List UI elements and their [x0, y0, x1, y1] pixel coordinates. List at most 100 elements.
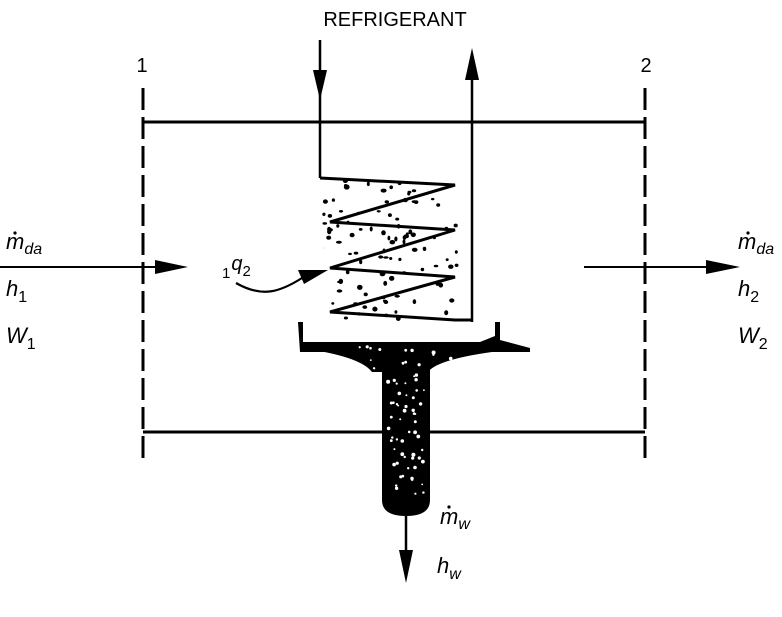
droplet — [381, 230, 386, 236]
droplet — [389, 401, 393, 405]
droplet — [392, 462, 396, 467]
refrigerant-outlet-arrow-icon — [465, 48, 479, 80]
condensate-mass-flow-label: mw — [440, 504, 471, 533]
droplet — [397, 391, 402, 396]
droplet — [369, 359, 372, 361]
droplet — [423, 389, 425, 392]
droplet — [431, 350, 436, 355]
droplet — [327, 214, 333, 218]
droplet — [358, 228, 363, 231]
inlet-humidity-label: W1 — [6, 323, 36, 353]
droplet — [414, 373, 419, 377]
droplet — [363, 292, 368, 297]
droplet — [365, 345, 369, 349]
droplet — [382, 299, 388, 303]
droplet — [387, 213, 392, 218]
droplet — [422, 491, 425, 494]
droplet — [411, 189, 417, 193]
drain-droplets — [358, 345, 453, 495]
droplet — [410, 348, 414, 353]
droplet — [369, 226, 373, 232]
droplet — [331, 302, 335, 305]
droplet — [349, 232, 355, 238]
droplet — [432, 353, 435, 356]
droplet — [454, 263, 459, 267]
droplet — [395, 461, 399, 465]
droplet — [343, 316, 348, 320]
droplet — [357, 284, 363, 290]
droplet — [448, 264, 454, 269]
droplet — [402, 239, 406, 245]
droplet — [404, 348, 408, 352]
station-2-label: 2 — [640, 55, 651, 77]
droplet — [405, 394, 408, 397]
droplet — [389, 439, 393, 442]
droplet — [372, 367, 376, 370]
droplet — [383, 256, 389, 259]
svg-text:mda: mda — [738, 229, 774, 258]
droplet — [389, 415, 393, 419]
droplet — [376, 210, 381, 213]
refrigerant-label: REFRIGERANT — [323, 9, 466, 31]
droplet — [436, 203, 441, 207]
droplet — [389, 275, 395, 281]
droplet — [394, 236, 398, 242]
droplet — [411, 396, 415, 400]
droplet — [416, 434, 421, 439]
droplet — [395, 484, 398, 487]
droplet — [389, 257, 393, 260]
droplet — [401, 361, 405, 365]
droplet — [395, 217, 400, 221]
droplet — [344, 184, 348, 187]
droplet — [411, 452, 416, 457]
condensate-enthalpy-label: hw — [437, 553, 462, 583]
droplet — [369, 346, 372, 350]
droplet — [418, 402, 423, 406]
droplet — [444, 310, 449, 316]
droplet — [448, 356, 453, 361]
drip-tray — [298, 322, 530, 352]
droplet — [411, 200, 417, 204]
droplet — [408, 229, 413, 235]
droplet — [431, 197, 435, 201]
droplet — [402, 408, 407, 413]
droplet — [413, 465, 417, 470]
droplet — [393, 448, 396, 451]
droplet — [412, 299, 417, 305]
droplet — [404, 382, 407, 385]
droplet — [392, 378, 396, 382]
droplet — [407, 467, 410, 470]
droplet — [348, 252, 352, 256]
svg-text:mw: mw — [440, 504, 471, 533]
droplet — [395, 403, 399, 406]
droplet — [394, 486, 399, 490]
droplet — [353, 251, 359, 255]
droplet — [338, 278, 344, 284]
droplet — [336, 240, 342, 244]
droplet — [405, 232, 409, 236]
outlet-enthalpy-label: h2 — [738, 276, 759, 306]
droplet — [443, 366, 447, 370]
droplet — [331, 198, 335, 202]
droplet — [415, 389, 419, 392]
droplet — [453, 223, 458, 228]
droplet — [400, 439, 405, 443]
droplet — [327, 226, 332, 232]
droplet — [414, 378, 418, 382]
droplet — [422, 246, 427, 251]
droplet — [389, 185, 394, 190]
station-1-label: 1 — [136, 55, 147, 77]
droplet — [378, 348, 382, 351]
droplet — [414, 492, 417, 495]
droplet — [397, 404, 400, 407]
droplet — [411, 247, 418, 252]
droplet — [392, 401, 395, 405]
droplet — [320, 247, 325, 250]
droplet — [399, 418, 402, 421]
droplet — [411, 408, 415, 412]
droplet — [417, 456, 421, 460]
droplet — [394, 310, 398, 314]
droplet — [389, 240, 396, 245]
droplet — [400, 452, 405, 457]
